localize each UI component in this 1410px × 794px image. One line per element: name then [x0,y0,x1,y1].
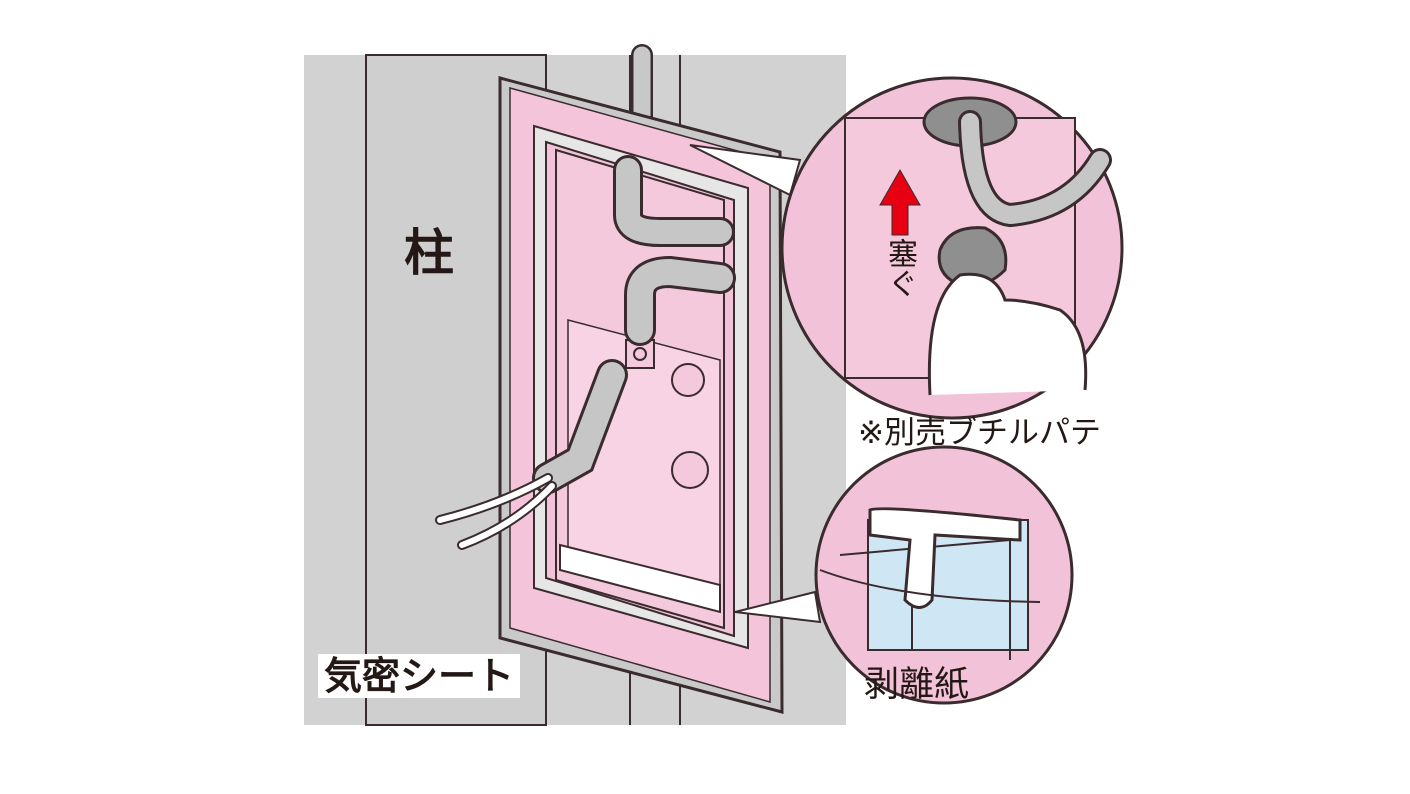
callout-release-paper [734,445,1074,705]
release-paper-strip [868,507,1022,609]
butyl-putty-note: ※別売ブチルパテ [858,415,1101,451]
pillar-label: 柱 [404,224,454,282]
pointing-finger-icon [927,272,1088,396]
plug-label: 塞ぐ [882,238,917,298]
airtight-sheet-label: 気密シート [318,654,521,698]
up-arrow-icon [879,168,921,236]
callout-plug [689,76,1124,420]
putty-blob [937,226,1008,288]
release-paper-label: 剥離紙 [864,665,970,705]
